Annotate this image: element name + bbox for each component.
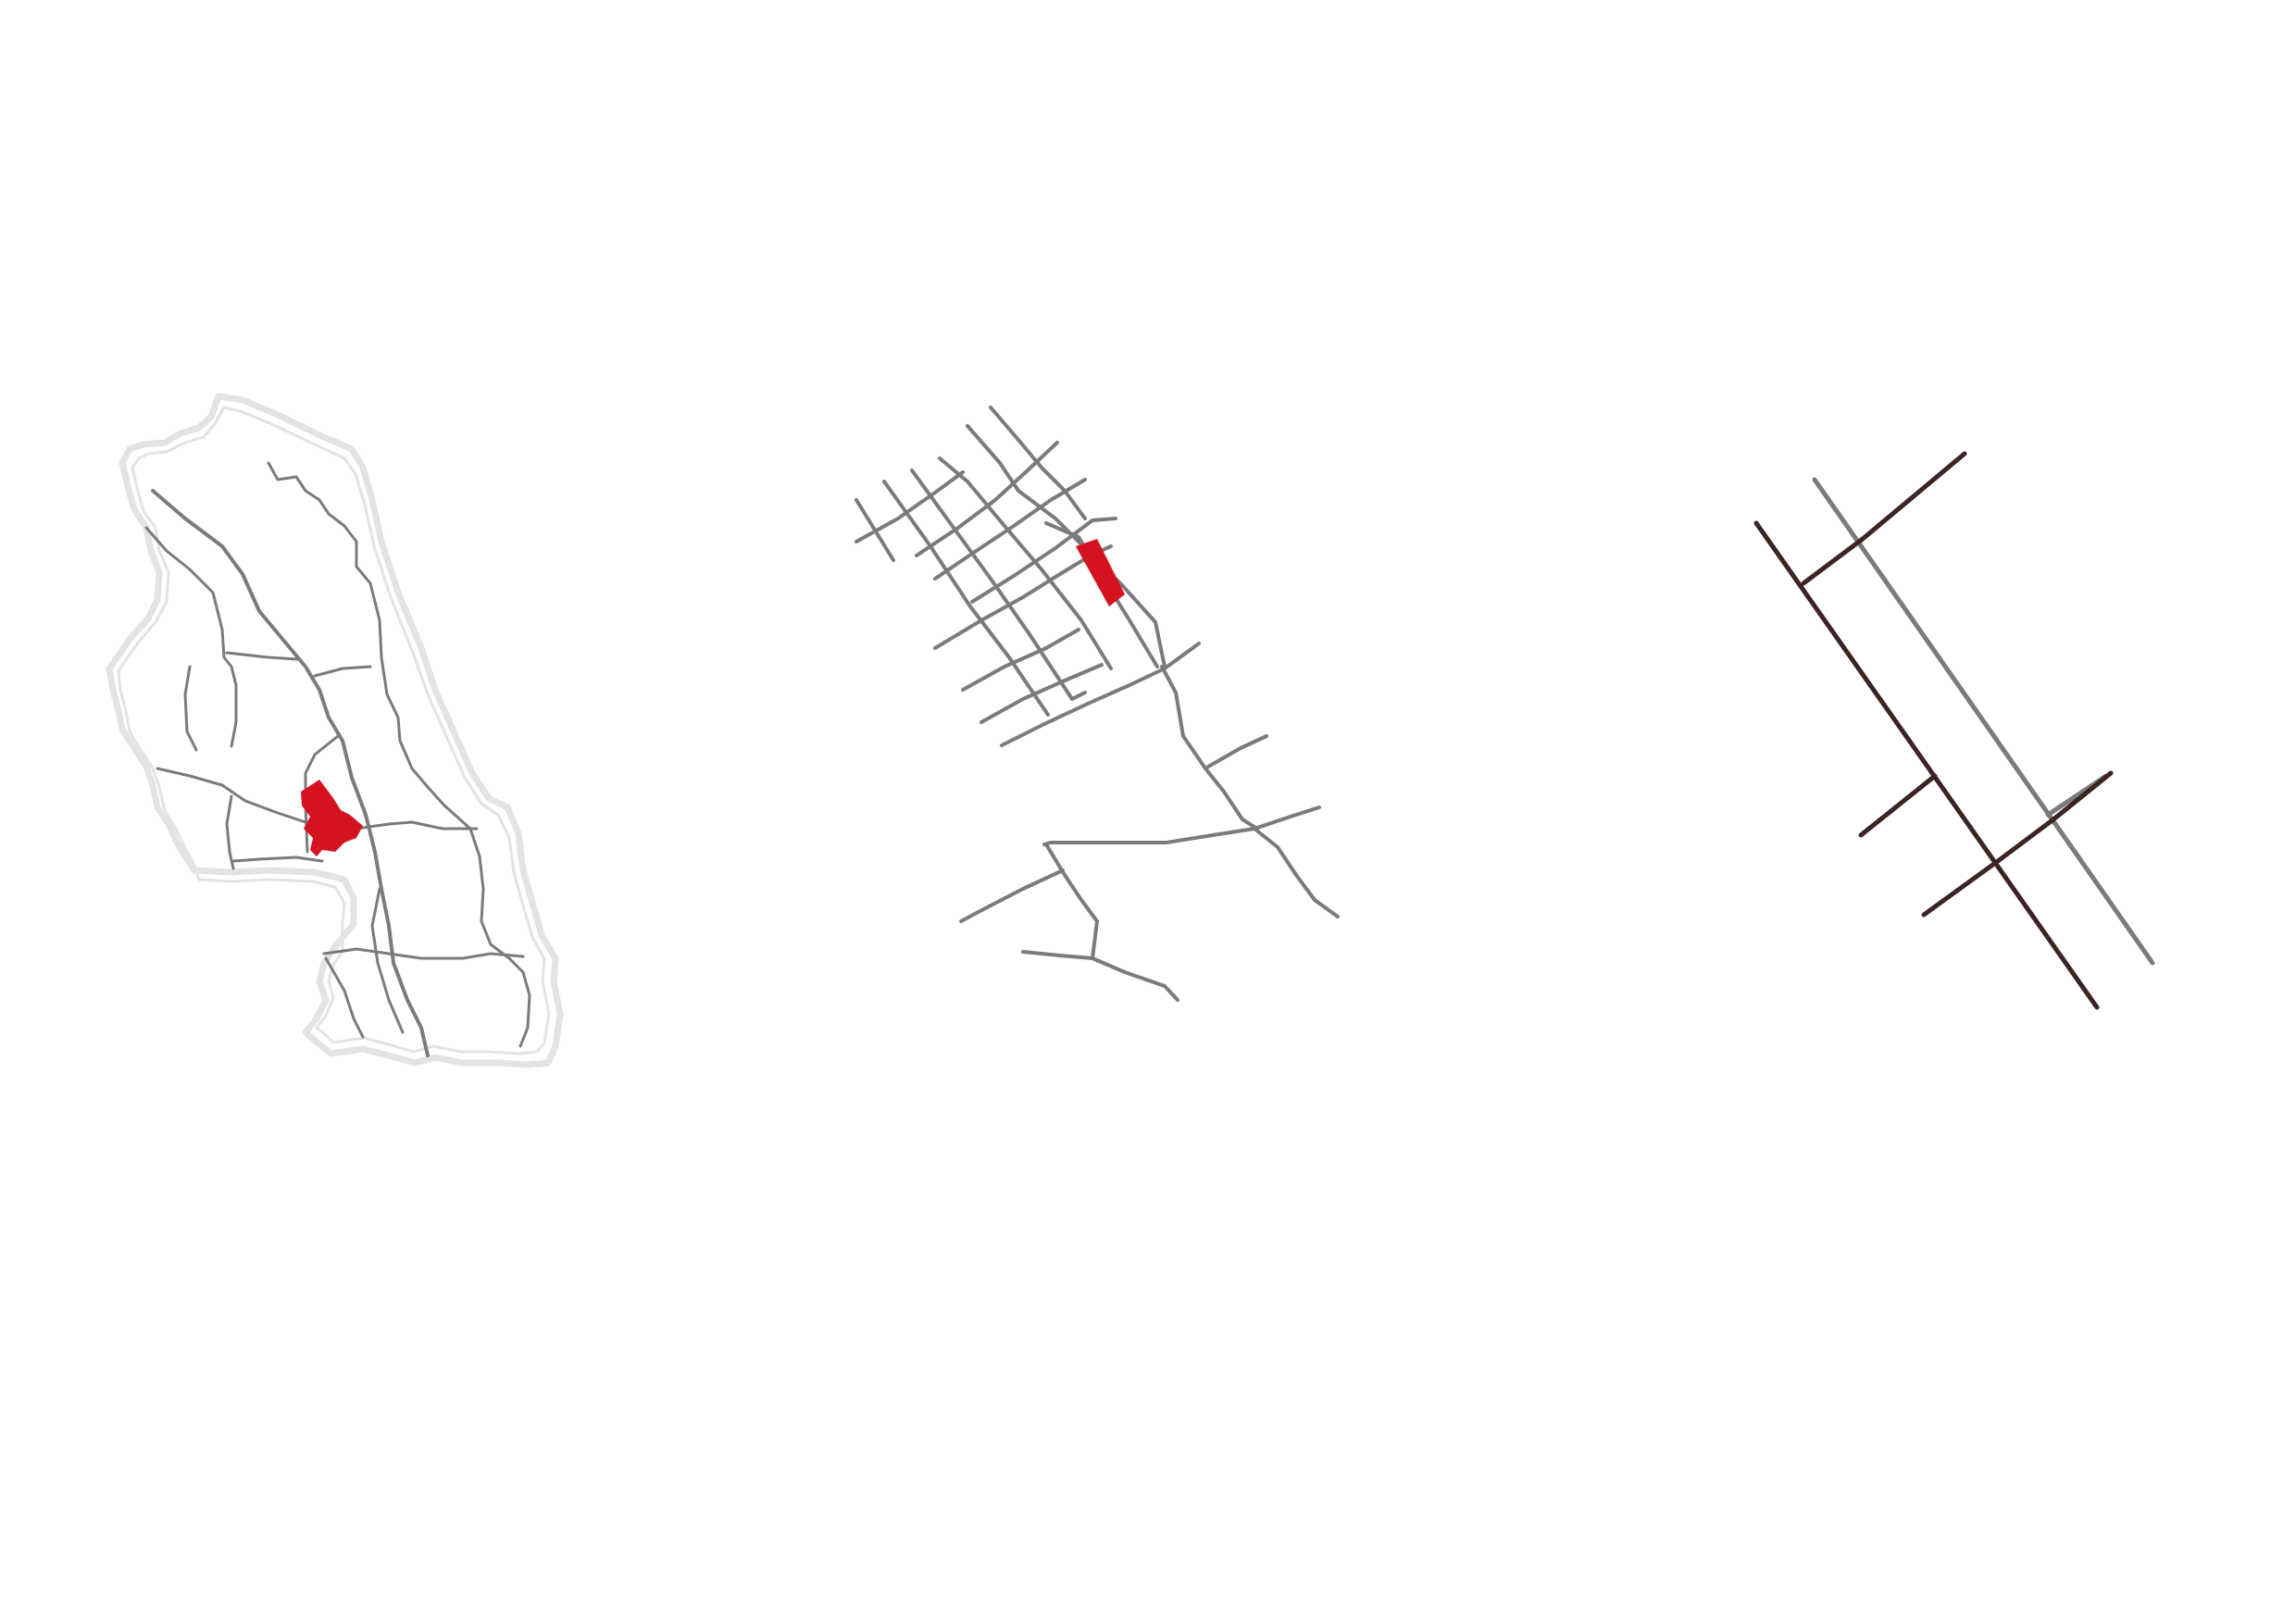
road [225, 651, 300, 661]
road [304, 734, 340, 854]
road [1044, 843, 1099, 960]
road [267, 461, 531, 1048]
road [938, 456, 1113, 670]
site-parcel [301, 780, 363, 856]
road [231, 856, 324, 863]
road [961, 628, 1080, 692]
primary-road [1921, 770, 2114, 918]
road [183, 665, 198, 752]
road [882, 480, 1050, 717]
regional-roads [144, 461, 531, 1057]
road [313, 665, 372, 678]
road [144, 526, 238, 748]
primary-road [1753, 520, 2100, 1010]
road [1021, 950, 1179, 1002]
primary-road [1801, 451, 1967, 586]
road [1000, 642, 1201, 747]
primary-road [1858, 773, 1938, 838]
road [1253, 806, 1321, 831]
road [989, 406, 1087, 520]
road [370, 887, 405, 1034]
road [915, 441, 1059, 557]
region-boundary-inner [117, 406, 551, 1056]
road [322, 947, 525, 960]
road [980, 663, 1104, 724]
road [1253, 827, 1340, 918]
regional-context-map [106, 393, 564, 1068]
secondary-road [1812, 477, 2155, 966]
district-street-map [855, 406, 1340, 1002]
road [959, 868, 1065, 923]
district-roads [855, 406, 1340, 1002]
road [225, 794, 235, 870]
road [151, 489, 430, 1057]
road [855, 470, 965, 543]
road [324, 956, 365, 1039]
road-hierarchy-diagram [1753, 451, 2155, 1010]
region-boundary-outer [106, 393, 564, 1068]
road [970, 517, 1117, 604]
road [933, 478, 1087, 581]
road [1206, 734, 1268, 768]
road [1160, 665, 1259, 831]
site-parcel [1076, 539, 1125, 606]
road [1042, 827, 1256, 846]
